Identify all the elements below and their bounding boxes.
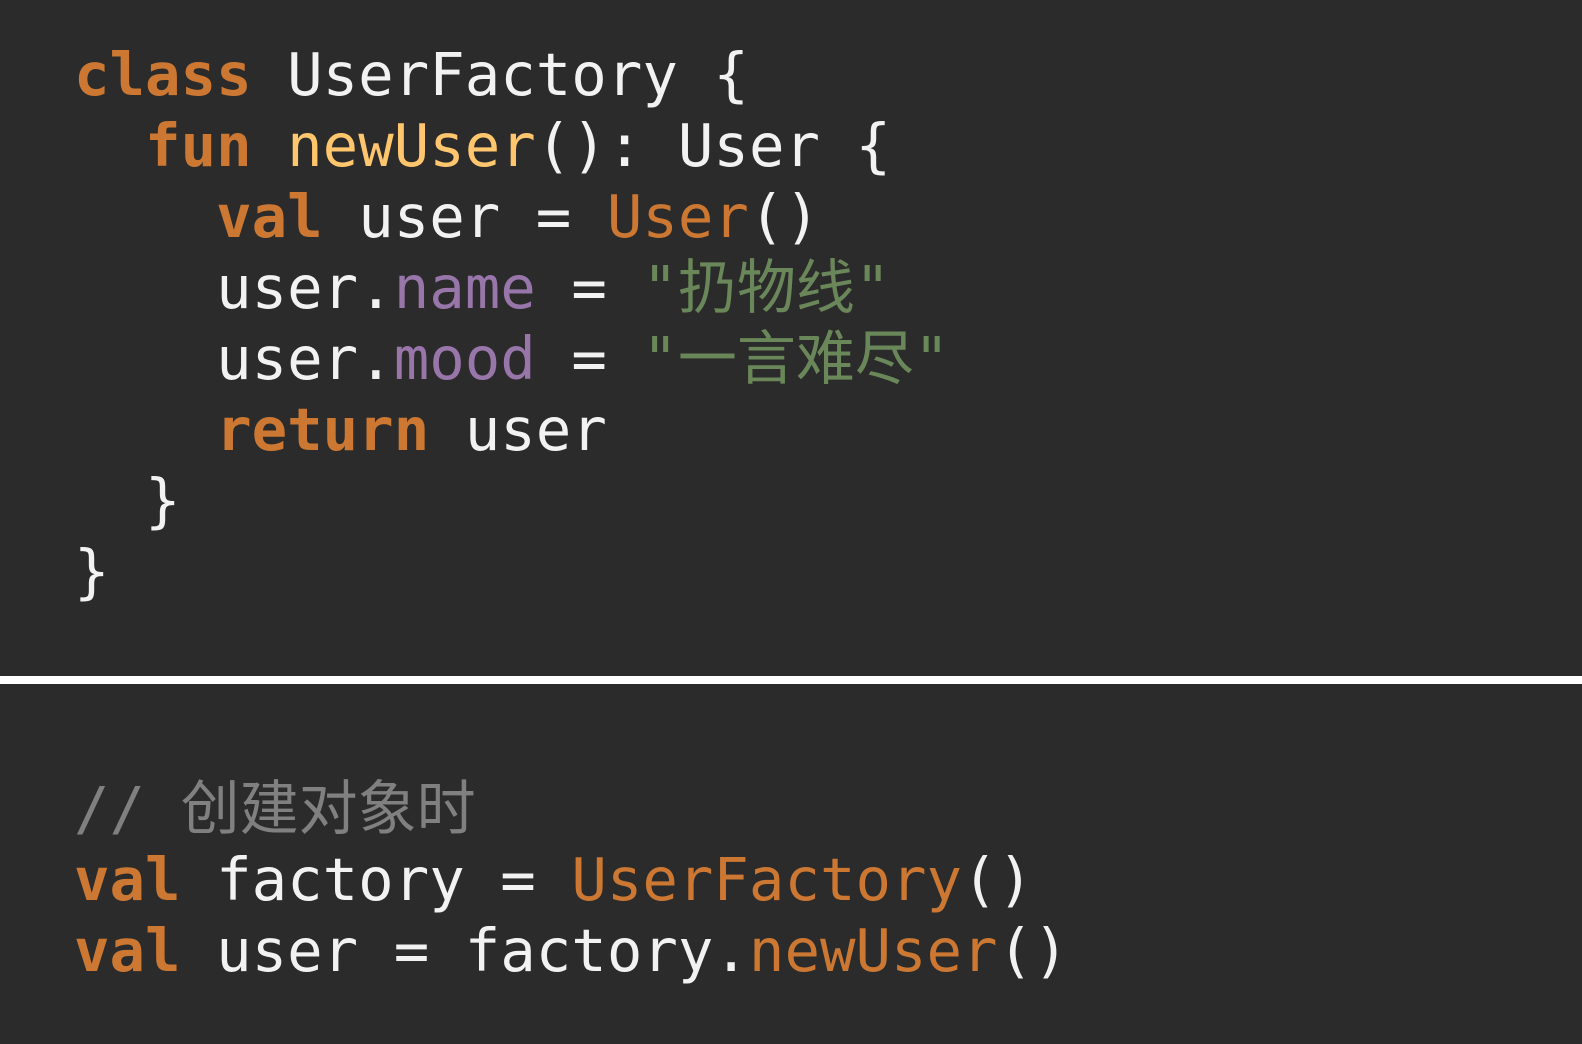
- code-line-val-user-call: val user = factory.newUser(): [74, 915, 1069, 986]
- factory-code-block: class UserFactory { fun newUser(): User …: [74, 39, 949, 607]
- keyword-fun: fun: [145, 111, 252, 180]
- call-parens: (): [962, 845, 1034, 914]
- indent: [74, 253, 216, 322]
- indent: [74, 324, 216, 393]
- call-parens: (): [997, 916, 1069, 985]
- equals: =: [535, 324, 643, 393]
- code-line-close-class: }: [74, 537, 110, 606]
- keyword-val: val: [74, 916, 181, 985]
- factory-code-panel: class UserFactory { fun newUser(): User …: [74, 39, 950, 607]
- keyword-val: val: [216, 182, 323, 251]
- indent: [74, 111, 145, 180]
- code-line-return: return user: [74, 394, 949, 465]
- code-comment: // 创建对象时: [74, 774, 476, 843]
- return-value: user: [429, 395, 607, 464]
- constructor-call: User: [606, 182, 749, 251]
- assignment-text: user =: [322, 182, 607, 251]
- open-brace: {: [677, 40, 749, 109]
- keyword-return: return: [216, 395, 430, 464]
- indent: [74, 395, 216, 464]
- code-line-set-mood: user.mood = "一言难尽": [74, 323, 949, 394]
- function-name: newUser: [287, 111, 536, 180]
- method-call: newUser: [748, 916, 998, 985]
- property-mood: mood: [393, 324, 536, 393]
- string-literal-mood: "一言难尽": [642, 324, 950, 393]
- class-name: UserFactory: [287, 40, 678, 109]
- call-parens: (): [748, 182, 820, 251]
- property-name: name: [393, 253, 536, 322]
- assignment-text: factory =: [180, 845, 572, 914]
- space: [252, 40, 288, 109]
- code-line-fun-decl: fun newUser(): User {: [74, 110, 949, 181]
- function-signature: (): User {: [535, 111, 892, 180]
- code-line-val-factory: val factory = UserFactory(): [74, 844, 1069, 915]
- space: [252, 111, 288, 180]
- object-ref: user.: [216, 324, 394, 393]
- keyword-class: class: [74, 40, 252, 109]
- constructor-call: UserFactory: [571, 845, 963, 914]
- object-ref: user.: [216, 253, 394, 322]
- code-line-val-user: val user = User(): [74, 181, 949, 252]
- keyword-val: val: [74, 845, 181, 914]
- code-line-close-fun: }: [74, 466, 181, 535]
- code-line-set-name: user.name = "扔物线": [74, 252, 949, 323]
- indent: [74, 182, 216, 251]
- section-divider: [0, 676, 1582, 684]
- assignment-text: user = factory.: [180, 916, 749, 985]
- code-line-class-decl: class UserFactory {: [74, 39, 949, 110]
- string-literal-name: "扔物线": [642, 253, 891, 322]
- equals: =: [535, 253, 643, 322]
